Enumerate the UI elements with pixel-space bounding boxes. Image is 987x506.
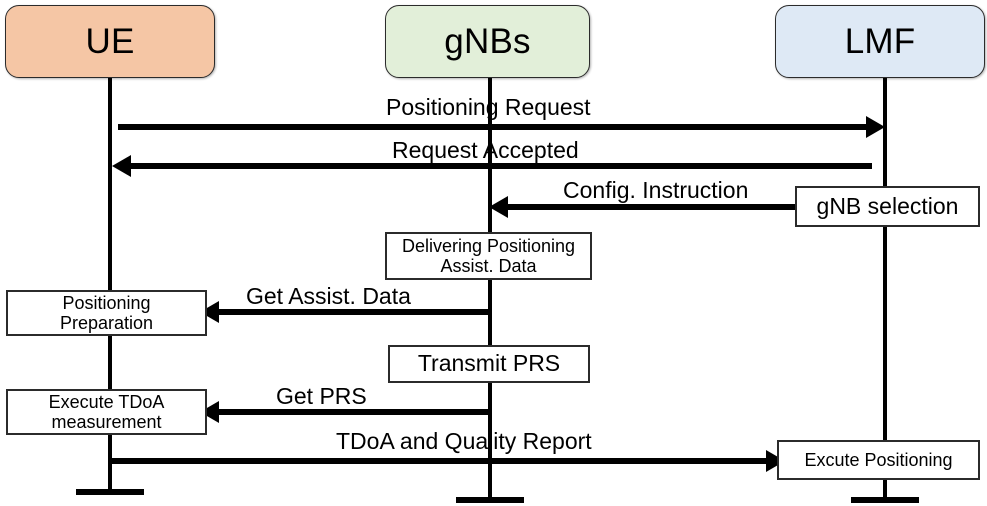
- activity-box-execute-tdoa-measurement[interactable]: Execute TDoA measurement: [6, 389, 207, 435]
- lifeline-foot-lmf: [851, 497, 919, 503]
- actor-box-lmf[interactable]: LMF: [775, 5, 985, 78]
- activity-line-2: Assist. Data: [440, 256, 537, 276]
- activity-label-gnb-selection: gNB selection: [816, 192, 959, 219]
- actor-box-gnbs[interactable]: gNBs: [385, 5, 590, 78]
- activity-box-excute-positioning[interactable]: Excute Positioning: [777, 440, 980, 480]
- activity-label-transmit-prs: Transmit PRS: [417, 350, 561, 377]
- message-line-tdoa-and-quality-report: [110, 458, 766, 464]
- activity-box-positioning-preparation[interactable]: Positioning Preparation: [6, 290, 207, 336]
- message-line-config-instruction: [508, 204, 800, 210]
- lifeline-lmf: [883, 78, 887, 497]
- activity-label-excute-positioning: Excute Positioning: [804, 449, 953, 470]
- message-label-get-prs: Get PRS: [276, 383, 367, 409]
- lifeline-foot-gnbs: [456, 497, 524, 503]
- message-line-get-prs: [219, 409, 492, 415]
- activity-box-gnb-selection[interactable]: gNB selection: [795, 186, 980, 227]
- activity-line-1: Execute TDoA: [48, 391, 165, 412]
- activity-line-1: Positioning: [62, 292, 151, 313]
- activity-box-delivering-positioning-assist-data[interactable]: Delivering Positioning Assist. Data: [385, 232, 592, 280]
- activity-line-2: Preparation: [59, 313, 154, 333]
- actor-label-ue: UE: [85, 22, 135, 61]
- message-label-config-instruction: Config. Instruction: [563, 177, 749, 203]
- actor-label-lmf: LMF: [844, 22, 916, 61]
- message-arrowhead-request-accepted: [112, 155, 131, 177]
- message-line-get-assist-data: [219, 309, 492, 315]
- message-label-get-assist-data: Get Assist. Data: [246, 283, 411, 309]
- activity-label-delivering-positioning-assist-data: Delivering Positioning Assist. Data: [402, 236, 575, 276]
- lifeline-foot-ue: [76, 489, 144, 495]
- actor-box-ue[interactable]: UE: [5, 5, 215, 78]
- message-label-tdoa-and-quality-report: TDoA and Quality Report: [336, 428, 592, 454]
- message-line-request-accepted: [131, 163, 872, 169]
- activity-box-transmit-prs[interactable]: Transmit PRS: [388, 345, 590, 383]
- message-label-request-accepted: Request Accepted: [392, 137, 579, 163]
- lifeline-ue: [108, 78, 112, 489]
- message-arrowhead-config-instruction: [489, 196, 508, 218]
- message-label-positioning-request: Positioning Request: [386, 94, 591, 120]
- activity-label-execute-tdoa-measurement: Execute TDoA measurement: [49, 392, 165, 432]
- message-line-positioning-request: [118, 124, 866, 130]
- activity-label-positioning-preparation: Positioning Preparation: [60, 293, 153, 333]
- actor-label-gnbs: gNBs: [444, 22, 531, 61]
- activity-line-1: Delivering Positioning: [401, 235, 576, 256]
- activity-line-2: measurement: [51, 412, 162, 432]
- lifeline-gnbs: [488, 78, 492, 497]
- message-arrowhead-positioning-request: [866, 116, 885, 138]
